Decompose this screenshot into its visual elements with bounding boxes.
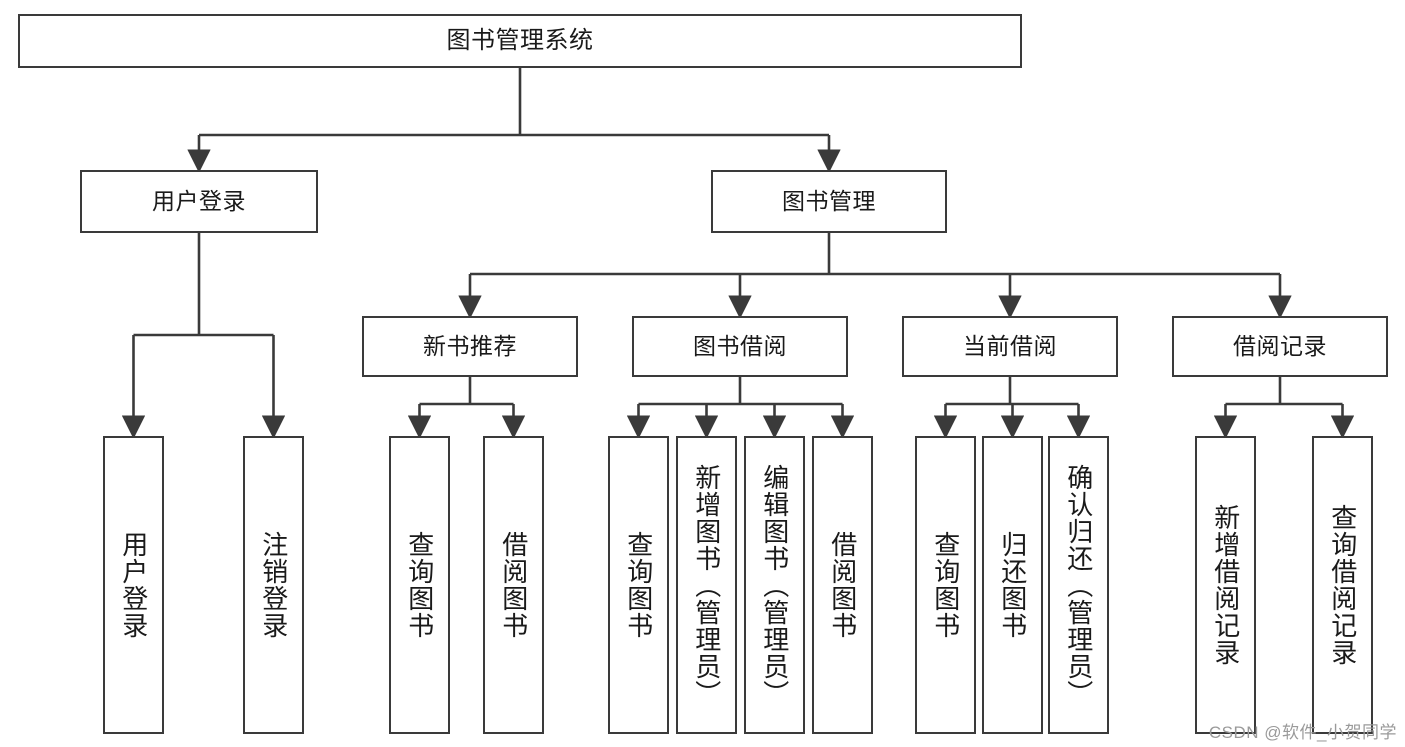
- node-leaf_rec_query[interactable]: 查询图书: [389, 436, 450, 734]
- node-leaf_borrow_add[interactable]: 新增图书（管理员）: [676, 436, 737, 734]
- node-label: 归还图书: [997, 531, 1028, 639]
- node-book_manage[interactable]: 图书管理: [711, 170, 947, 233]
- node-label: 图书借阅: [693, 332, 787, 359]
- node-label: 查询图书: [623, 531, 654, 639]
- node-label: 确认归还（管理员）: [1063, 463, 1094, 707]
- node-leaf_cur_query[interactable]: 查询图书: [915, 436, 976, 734]
- node-user_login[interactable]: 用户登录: [80, 170, 318, 233]
- node-label: 借阅图书: [498, 531, 529, 639]
- node-leaf_rec_add[interactable]: 新增借阅记录: [1195, 436, 1256, 734]
- node-label: 用户登录: [152, 187, 246, 214]
- node-leaf_cur_return[interactable]: 归还图书: [982, 436, 1043, 734]
- node-borrow_record[interactable]: 借阅记录: [1172, 316, 1388, 377]
- node-label: 新书推荐: [423, 332, 517, 359]
- node-leaf_user_logout[interactable]: 注销登录: [243, 436, 304, 734]
- node-label: 图书管理系统: [446, 26, 594, 54]
- node-label: 查询借阅记录: [1327, 504, 1358, 666]
- node-label: 新增图书（管理员）: [691, 463, 722, 707]
- node-label: 用户登录: [118, 531, 149, 639]
- node-label: 编辑图书（管理员）: [759, 463, 790, 707]
- node-label: 新增借阅记录: [1210, 504, 1241, 666]
- node-label: 当前借阅: [963, 332, 1057, 359]
- node-leaf_user_login[interactable]: 用户登录: [103, 436, 164, 734]
- node-book_borrow[interactable]: 图书借阅: [632, 316, 848, 377]
- node-label: 借阅记录: [1233, 332, 1327, 359]
- csdn-watermark: CSDN @软件_小贺同学: [1208, 723, 1397, 742]
- node-label: 查询图书: [930, 531, 961, 639]
- node-leaf_cur_confirm[interactable]: 确认归还（管理员）: [1048, 436, 1109, 734]
- node-root[interactable]: 图书管理系统: [18, 14, 1022, 68]
- node-leaf_borrow_lend[interactable]: 借阅图书: [812, 436, 873, 734]
- node-new_book_rec[interactable]: 新书推荐: [362, 316, 578, 377]
- node-current_borrow[interactable]: 当前借阅: [902, 316, 1118, 377]
- node-leaf_borrow_query[interactable]: 查询图书: [608, 436, 669, 734]
- node-leaf_borrow_edit[interactable]: 编辑图书（管理员）: [744, 436, 805, 734]
- node-leaf_rec_borrow[interactable]: 借阅图书: [483, 436, 544, 734]
- node-label: 借阅图书: [827, 531, 858, 639]
- node-label: 图书管理: [782, 187, 876, 214]
- node-label: 注销登录: [258, 531, 289, 639]
- node-label: 查询图书: [404, 531, 435, 639]
- node-leaf_rec_query2[interactable]: 查询借阅记录: [1312, 436, 1373, 734]
